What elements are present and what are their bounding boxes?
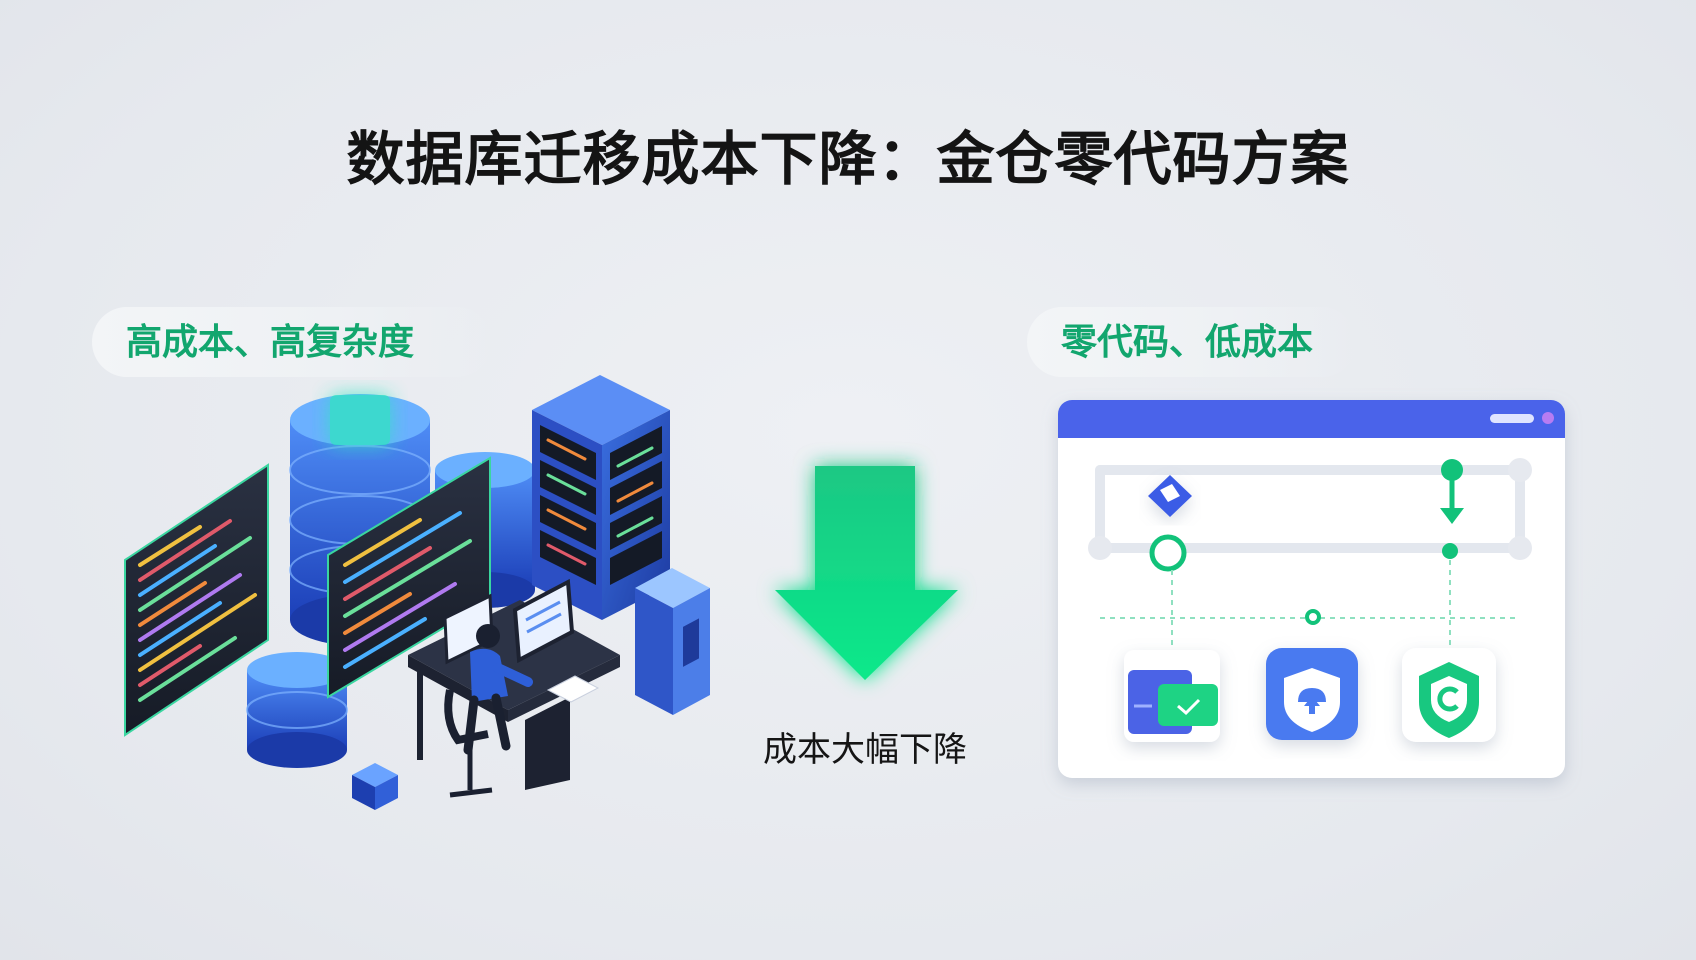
down-arrow-icon: [775, 466, 958, 680]
cloud-upload-shield-icon: [1266, 648, 1358, 740]
server-rack: [532, 375, 670, 620]
no-code-workflow-window: [1058, 400, 1565, 778]
right-label-pill: 零代码、低成本: [1027, 307, 1357, 377]
window-bar-pill: [1490, 414, 1534, 423]
right-label: 零代码、低成本: [1061, 321, 1314, 362]
code-screen-middle: [327, 456, 491, 699]
window-dot: [1542, 412, 1554, 424]
left-label-pill: 高成本、高复杂度: [92, 307, 492, 377]
kingbase-shield-icon: [1402, 648, 1496, 742]
tower-pc: [635, 568, 710, 715]
small-cube: [352, 763, 398, 810]
left-label: 高成本、高复杂度: [126, 321, 415, 362]
migration-cards-icon: [1124, 650, 1220, 742]
developer-at-desk: [408, 578, 620, 798]
page-title: 数据库迁移成本下降：金仓零代码方案: [346, 127, 1350, 192]
code-screen-left: [124, 463, 269, 737]
cost-drop-label: 成本大幅下降: [763, 731, 967, 769]
